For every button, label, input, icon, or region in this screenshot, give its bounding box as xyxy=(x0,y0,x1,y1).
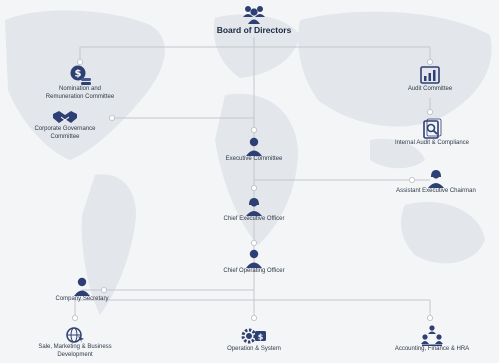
accounting-label: Accounting, Finance & HRA xyxy=(394,346,470,352)
nomination-label-line1: Nomination and xyxy=(58,86,102,92)
map-australia xyxy=(401,201,485,264)
map-southeast-asia xyxy=(370,138,425,169)
operations-label: Operation & System xyxy=(227,346,281,352)
connector-dot xyxy=(250,184,257,191)
node-company-secretary: Company Secretary xyxy=(42,276,122,304)
connector-dot xyxy=(426,109,433,116)
node-audit-committee: Audit Committee xyxy=(390,64,470,94)
node-operations: $ Operation & System xyxy=(209,326,299,354)
node-governance-committee: Corporate Governance Committee xyxy=(10,108,120,141)
internal-audit-label: Internal Audit & Compliance xyxy=(394,140,470,146)
node-assistant-chairman: Assistant Executive Chairman xyxy=(376,168,496,196)
map-south-america xyxy=(81,174,136,315)
node-ceo: Chief Executive Officer xyxy=(204,196,304,224)
assistant-chairman-label: Assistant Executive Chairman xyxy=(396,188,476,194)
connector-dot xyxy=(77,59,84,66)
governance-label-line1: Corporate Governance xyxy=(34,126,96,132)
connector-dot xyxy=(408,176,415,183)
ceo-label: Chief Executive Officer xyxy=(223,216,285,222)
node-sales-marketing: Sale, Marketing & Business Development xyxy=(10,326,140,359)
map-africa xyxy=(215,93,298,245)
node-coo: Chief Operating Officer xyxy=(204,248,304,276)
coo-label: Chief Operating Officer xyxy=(223,268,285,274)
sales-label-line1: Sale, Marketing & Business xyxy=(38,344,112,350)
document-search-icon xyxy=(423,118,442,139)
map-europe xyxy=(213,14,300,79)
nomination-label-line2: Remuneration Committee xyxy=(45,93,115,100)
person-icon xyxy=(246,249,262,268)
map-asia xyxy=(298,11,492,127)
node-internal-audit: Internal Audit & Compliance xyxy=(372,118,492,148)
connector-dot xyxy=(109,115,116,122)
audit-label: Audit Committee xyxy=(407,86,453,92)
person-female-icon xyxy=(428,170,444,188)
person-icon xyxy=(74,277,90,296)
connector-dot xyxy=(426,314,433,321)
connector-dot xyxy=(250,239,257,246)
svg-text:$: $ xyxy=(75,69,82,80)
handshake-icon xyxy=(53,111,77,123)
governance-label-line2: Committee xyxy=(50,133,80,140)
node-nomination-committee: $ Nomination and Remuneration Committee xyxy=(20,64,140,101)
connector-dot xyxy=(101,286,108,293)
globe-cursor-icon xyxy=(66,327,84,343)
connector-dot xyxy=(426,59,433,66)
person-icon xyxy=(246,137,262,156)
map-north-america xyxy=(5,10,165,161)
node-executive-committee: Executive Committee xyxy=(214,136,294,164)
connector-dot xyxy=(250,314,257,321)
node-board-of-directors: Board of Directors xyxy=(194,3,314,35)
group-icon xyxy=(243,6,265,24)
executive-committee-label: Executive Committee xyxy=(225,156,283,162)
connector-dot xyxy=(250,127,257,134)
node-accounting: Accounting, Finance & HRA xyxy=(372,324,492,354)
connector-dot xyxy=(72,314,79,321)
team-hierarchy-icon xyxy=(421,325,443,346)
chart-report-icon xyxy=(420,66,440,84)
money-coins-icon: $ xyxy=(70,65,91,85)
sales-label-line2: Development xyxy=(57,351,93,358)
secretary-label: Company Secretary xyxy=(55,296,109,302)
person-female-icon xyxy=(246,198,262,216)
gears-money-icon: $ xyxy=(241,328,266,344)
svg-text:$: $ xyxy=(258,333,264,342)
board-label: Board of Directors xyxy=(216,25,292,35)
